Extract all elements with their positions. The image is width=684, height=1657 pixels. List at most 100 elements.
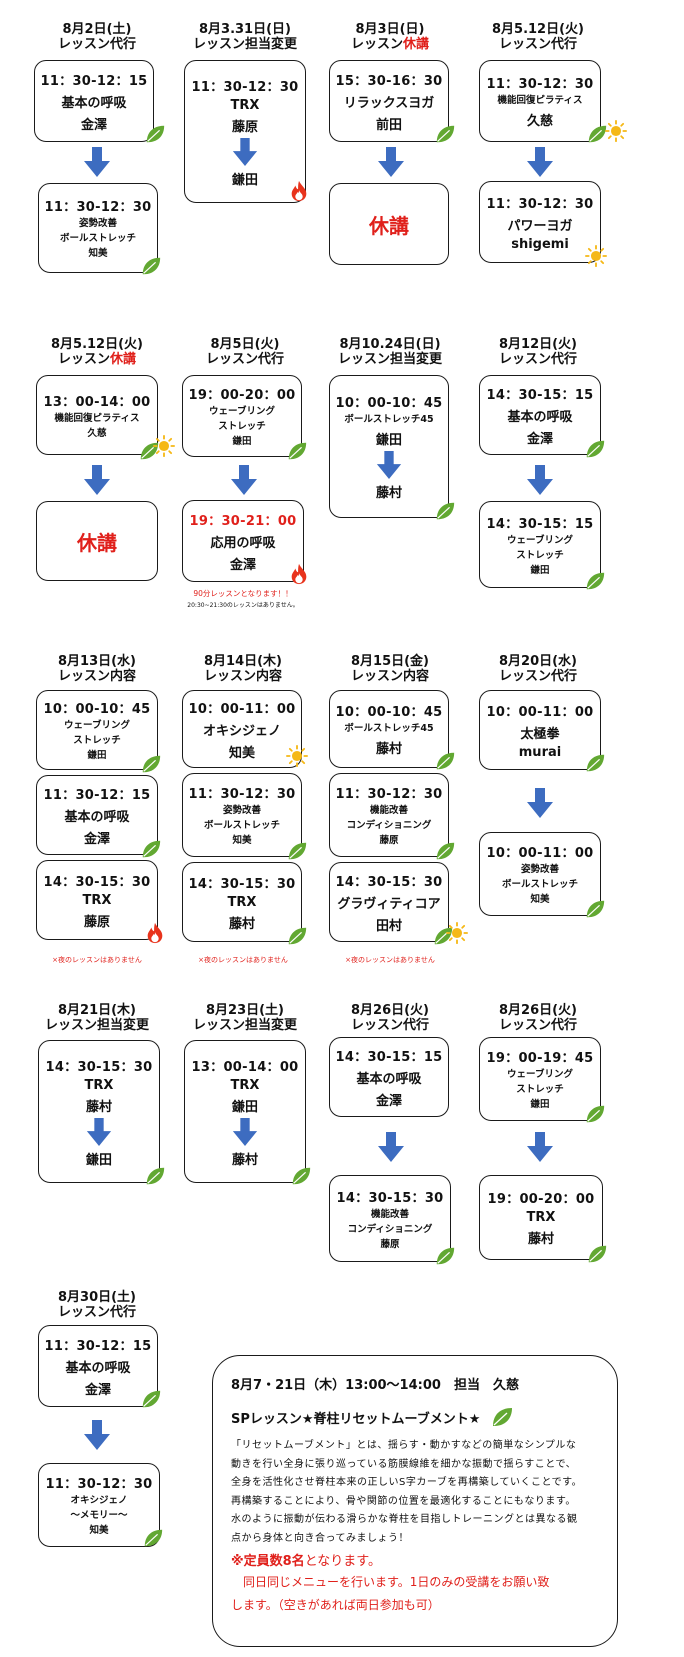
lesson-name: 機能回復ピラティス (54, 412, 140, 424)
column-date: 8月21日(木) (57, 1003, 137, 1018)
lesson-instructor: 金澤 (526, 431, 553, 447)
column-label: レッスン内容 (350, 669, 429, 684)
column-date: 8月5日(火) (210, 337, 280, 352)
lesson-instructor: 金澤 (229, 557, 256, 573)
sun-icon (585, 245, 607, 267)
lesson-name: 機能改善 (369, 805, 408, 816)
lesson-name: ボールストレッチ (501, 879, 578, 890)
sp-note: 同日同じメニューを行います。1日のみの受講をお願い致 します。（空きがあれば両日… (231, 1571, 601, 1617)
leaf-icon (586, 440, 605, 458)
lesson-card: 14：30-15：30 グラヴィティコア 田村 (329, 862, 449, 942)
lesson-note: ×夜のレッスンはありません (198, 956, 288, 964)
lesson-note: ×夜のレッスンはありません (52, 956, 142, 964)
lesson-name: 基本の呼吸 (64, 809, 130, 825)
lesson-name: ストレッチ (73, 735, 121, 746)
lesson-instructor: 藤村 (85, 1099, 112, 1115)
lesson-card: 15：30-16：30 リラックスヨガ 前田 (329, 60, 449, 142)
leaf-icon (146, 125, 165, 143)
column-date: 8月14日(木) (203, 654, 283, 669)
column-label: レッスン代行 (350, 1018, 429, 1033)
cancelled-label: 休講 (77, 530, 117, 555)
lesson-name: 機能改善 (370, 1208, 409, 1220)
column-header: 8月3日(日) レッスン休講 (315, 22, 465, 52)
lesson-time: 19：00-20：00 (487, 1192, 595, 1207)
sp-lesson-title-row: SPレッスン★脊柱リセットムーブメント★ (231, 1405, 601, 1429)
lesson-instructor: 藤原 (83, 914, 110, 930)
column-date: 8月5.12日(火) (50, 337, 143, 352)
lesson-name: ボールストレッチ (59, 233, 136, 244)
leaf-icon (586, 900, 605, 918)
lesson-note: ×夜のレッスンはありません (345, 956, 435, 964)
arrow-down-icon (527, 1132, 553, 1162)
column-label: レッスン代行 (498, 352, 577, 367)
leaf-icon (146, 1167, 165, 1185)
sun-icon (153, 435, 175, 457)
lesson-instructor: 金澤 (84, 1382, 111, 1398)
leaf-icon (586, 572, 605, 590)
lesson-note: 20:30~21:30のレッスンはありません。 (187, 602, 299, 609)
arrow-down-icon (84, 465, 110, 495)
lesson-time: 11：30-12：30 (335, 787, 443, 802)
lesson-instructor: 鎌田 (375, 433, 402, 448)
column-header: 8月10.24日(日) レッスン担当変更 (315, 337, 465, 367)
lesson-note: 90分レッスンとなります！！ (193, 589, 293, 598)
lesson-time: 14：30-15：15 (486, 516, 594, 532)
lesson-time: 13：00-14：00 (43, 394, 151, 410)
lesson-card: 14：30-15：15 基本の呼吸 金澤 (479, 375, 601, 455)
lesson-instructor: 鎌田 (87, 750, 107, 761)
lesson-time: 10：00-10：45 (335, 705, 443, 720)
column-label: レッスン内容 (203, 669, 282, 684)
column-date: 8月15日(金) (350, 654, 430, 669)
lesson-instructor: 鎌田 (530, 564, 550, 576)
lesson-name: ウェーブリング (507, 534, 573, 546)
column-header: 8月15日(金) レッスン内容 (315, 654, 465, 684)
lesson-time: 11：30-12：30 (191, 79, 299, 95)
lesson-instructor: 藤村 (527, 1232, 554, 1247)
lesson-instructor: 鎌田 (232, 436, 252, 447)
sun-icon (286, 745, 308, 767)
lesson-card: 11：30-12：30 姿勢改善 ボールストレッチ 知美 (182, 773, 302, 857)
lesson-name: ストレッチ (516, 549, 564, 561)
lesson-time: 11：30-12：30 (45, 1477, 153, 1492)
lesson-name: ストレッチ (218, 421, 266, 432)
column-header: 8月20日(水) レッスン代行 (463, 654, 613, 684)
lesson-card: 11：30-12：30 パワーヨガ shigemi (479, 181, 601, 263)
lesson-card: 10：00-11：00 オキシジェノ 知美 (182, 690, 302, 768)
column-date: 8月26日(火) (350, 1003, 430, 1018)
lesson-instructor: 田村 (375, 918, 402, 934)
lesson-time: 10：00-11：00 (188, 701, 296, 717)
lesson-name: 機能回復ピラティス (497, 95, 583, 106)
leaf-icon (288, 927, 307, 945)
lesson-instructor: murai (518, 744, 562, 760)
column-label: レッスン休講 (350, 37, 430, 52)
description-line: 全身を活性化させ脊柱本来の正しいS字カーブを再構築していくことです。 (231, 1477, 583, 1488)
lesson-time: 19：00-19：45 (486, 1051, 594, 1066)
lesson-name: ウェーブリング (64, 720, 130, 731)
leaf-icon (142, 840, 161, 858)
lesson-name: コンディショニング (347, 1223, 433, 1235)
lesson-name: コンディショニング (346, 820, 432, 831)
lesson-name: TRX (84, 1077, 114, 1093)
lesson-card: 10：00-11：00 太極拳 murai (479, 690, 601, 770)
lesson-time: 11：30-12：30 (44, 200, 152, 215)
lesson-card: 11：30-12：15 基本の呼吸 金澤 (36, 775, 158, 855)
column-date: 8月10.24日(日) (339, 337, 441, 352)
lesson-name: ストレッチ (516, 1084, 564, 1095)
lesson-name: 基本の呼吸 (507, 409, 573, 425)
arrow-down-icon (376, 451, 402, 479)
column-label: レッスン担当変更 (192, 1018, 297, 1033)
sp-note-line: します。（空きがあれば両日参加も可） (231, 1598, 440, 1612)
lesson-card: 10：00-11：00 姿勢改善 ボールストレッチ 知美 (479, 832, 601, 916)
lesson-time: 11：30-12：15 (40, 73, 148, 89)
column-label: レッスン代行 (498, 669, 577, 684)
leaf-icon (588, 1245, 607, 1263)
lesson-card: 19：00-20：00 TRX 藤村 (479, 1175, 603, 1260)
sp-lesson-description: 「リセットムーブメント」とは、揺らす・動かすなどの簡単なシンプルな 動きを行い全… (231, 1437, 601, 1548)
lesson-time: 15：30-16：30 (335, 73, 443, 89)
lesson-name: 基本の呼吸 (356, 1071, 422, 1087)
lesson-instructor: 金澤 (375, 1093, 402, 1109)
lesson-time: 14：30-15：15 (486, 387, 594, 403)
lesson-instructor: 藤村 (228, 916, 255, 932)
lesson-time: 19：00-20：00 (188, 388, 296, 403)
cancelled-label: 休講 (369, 213, 409, 238)
